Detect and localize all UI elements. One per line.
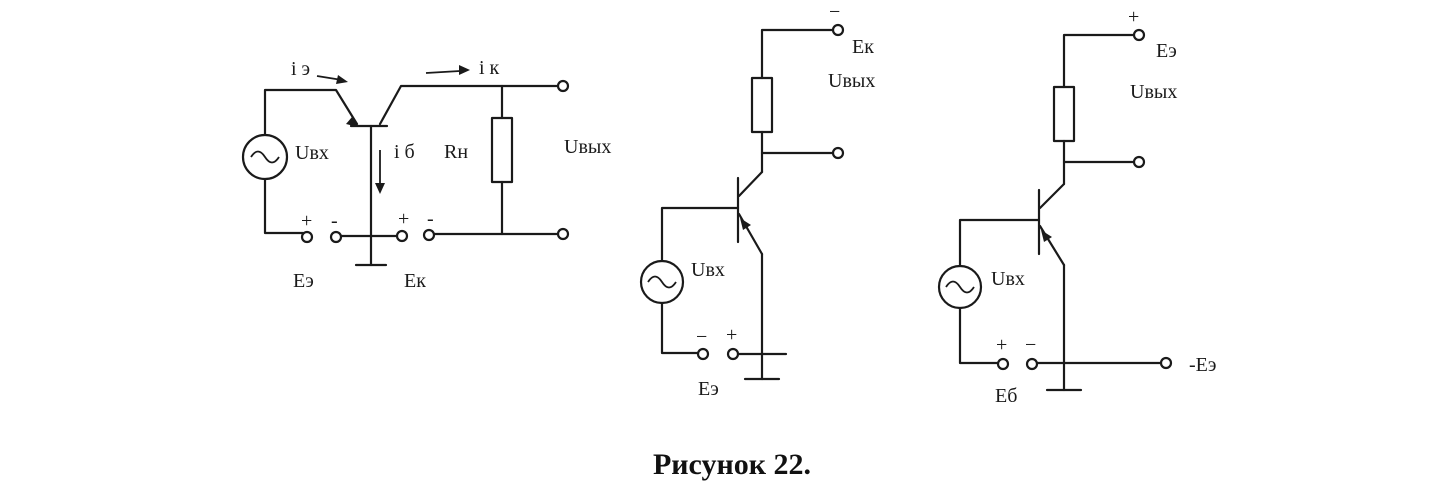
ie-arrow-icon — [336, 75, 348, 84]
ee-plus-contact — [300, 230, 314, 244]
circuit-common-base: i э i к i б Uвх Rн Uвых Eэ Eк + - + - — [241, 57, 611, 292]
emitter-arrow-icon-c — [1041, 230, 1052, 242]
supply-wire-c — [1062, 33, 1136, 89]
sign-minus-top-b: − — [829, 1, 840, 23]
eb-minus-contact-c — [1025, 357, 1039, 371]
sign-plus-ee-a: + — [301, 210, 312, 232]
label-ek-a: Eк — [404, 270, 426, 292]
input-top-wire — [263, 88, 359, 136]
ac-source-a — [241, 133, 289, 181]
label-eb-c: Eб — [995, 385, 1017, 407]
rn-resistor — [490, 116, 514, 184]
ek-terminal-b — [831, 23, 845, 37]
ee-terminal-c — [1132, 28, 1146, 42]
label-uvyx-b: Uвых — [828, 70, 875, 92]
input-loop-wire — [263, 178, 305, 235]
supply-wire-b — [760, 28, 838, 80]
label-uvx-a: Uвх — [295, 142, 329, 164]
circuit-common-emitter: − Eк Uвых Uвх − + Eэ — [639, 1, 875, 400]
input-wire-c — [958, 218, 1041, 268]
collector-lead-c — [1038, 182, 1066, 210]
collector-resistor-b — [750, 76, 774, 134]
label-uvyx-c: Uвых — [1130, 81, 1177, 103]
label-ib: i б — [394, 141, 415, 163]
ek-minus-contact — [422, 228, 436, 242]
label-uvx-c: Uвх — [991, 268, 1025, 290]
sign-plus-c: + — [996, 334, 1007, 356]
input-return-wire-c — [958, 306, 1000, 365]
output-terminal-c — [1132, 155, 1146, 169]
label-uvyx-a: Uвых — [564, 136, 611, 158]
ac-sine-icon — [250, 150, 280, 164]
sign-minus-ek-a: - — [427, 208, 434, 230]
output-terminal-b — [831, 146, 845, 160]
label-ik: i к — [479, 57, 500, 79]
eb-plus-contact-c — [996, 357, 1010, 371]
collector-lead-b — [737, 170, 764, 198]
label-ee-top-c: Eэ — [1156, 40, 1177, 62]
emitter-arrow-icon — [346, 117, 358, 127]
label-rn: Rн — [444, 141, 468, 163]
ik-arrow-icon — [459, 65, 470, 75]
circuit-common-collector: + Eэ Uвых Uвх + − Eб -Eэ — [937, 6, 1216, 407]
ek-plus-contact — [395, 229, 409, 243]
input-wire-b — [660, 206, 740, 263]
ee-minus-contact — [329, 230, 343, 244]
ib-arrow-icon — [375, 183, 385, 194]
ac-sine-icon-c — [945, 280, 975, 294]
ee-minus-contact-b — [696, 347, 710, 361]
sign-plus-b: + — [726, 324, 737, 346]
ee-plus-contact-b — [726, 347, 740, 361]
label-uvx-b: Uвх — [691, 259, 725, 281]
sign-minus-b: − — [696, 326, 707, 348]
neg-ee-terminal-c — [1159, 356, 1173, 370]
emitter-arrow-icon-b — [740, 218, 751, 230]
label-neg-ee-c: -Eэ — [1189, 354, 1216, 376]
ac-sine-icon-b — [647, 275, 677, 289]
output-terminal-top-a — [556, 79, 570, 93]
input-return-wire-b — [660, 301, 700, 355]
label-ek-b: Eк — [852, 36, 874, 58]
output-terminal-bottom-a — [556, 227, 570, 241]
sign-plus-top-c: + — [1128, 6, 1139, 28]
collector-lead — [378, 84, 565, 126]
figure-caption: Рисунок 22. — [653, 448, 811, 481]
ik-arrow-line — [425, 70, 461, 74]
sign-plus-ek-a: + — [398, 208, 409, 230]
label-ie: i э — [291, 58, 310, 80]
sign-minus-c: − — [1025, 334, 1036, 356]
sign-minus-ee-a: - — [331, 210, 338, 232]
label-ee-a: Eэ — [293, 270, 314, 292]
label-ee-b: Eэ — [698, 378, 719, 400]
resistor-c — [1052, 85, 1076, 143]
